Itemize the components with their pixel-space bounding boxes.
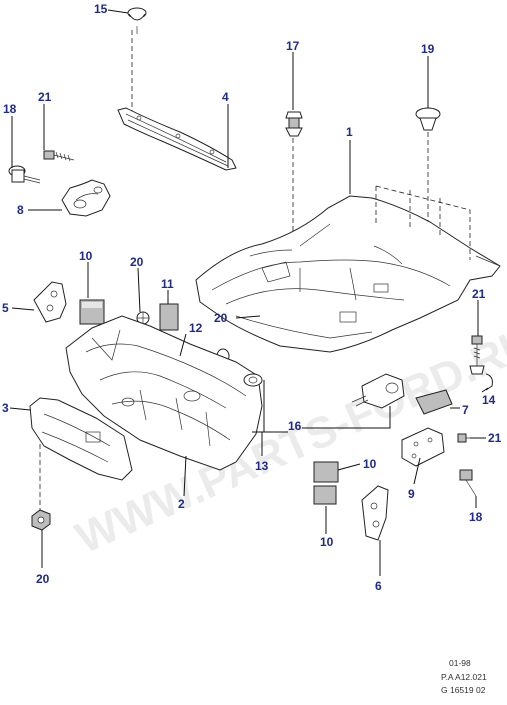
callout-21-middle: 21	[472, 287, 486, 301]
part-17-stud	[285, 111, 303, 137]
part-4-panel	[117, 107, 237, 171]
part-18-bolt-right	[459, 469, 477, 497]
callout-4: 4	[222, 90, 229, 104]
part-6-bracket	[361, 485, 389, 541]
part-10-pad-lower-b	[313, 485, 337, 505]
callout-9: 9	[408, 487, 415, 501]
part-3-insulator	[29, 397, 133, 481]
part-7-pad	[415, 389, 453, 415]
part-8-bracket	[61, 179, 111, 217]
reference-code-1: P.A A12.021	[441, 672, 487, 682]
callout-10-middle: 10	[363, 457, 377, 471]
callout-20-upper: 20	[130, 255, 144, 269]
callout-18-lower: 18	[469, 510, 483, 524]
callout-2: 2	[178, 497, 185, 511]
reference-block: 01-98 P.A A12.021 G 16519 02	[441, 658, 487, 695]
callout-20-lower: 20	[36, 572, 50, 586]
callout-10-lower: 10	[320, 535, 334, 549]
part-19-plug	[415, 107, 441, 131]
callout-3: 3	[2, 401, 9, 415]
callout-labels: 15 17 19 18 21 4 1 8 10 20 11 5 12 20 21…	[2, 2, 502, 593]
part-2-dash-insulator	[65, 315, 263, 471]
callout-1: 1	[346, 125, 353, 139]
reference-date: 01-98	[449, 658, 471, 668]
callout-17: 17	[286, 39, 300, 53]
reference-code-2: G 16519 02	[441, 685, 486, 695]
part-5-insulator	[33, 281, 67, 323]
callout-19: 19	[421, 42, 435, 56]
part-21-screw-left	[43, 150, 75, 162]
part-16-connector	[351, 373, 405, 409]
part-14-clip	[485, 373, 493, 391]
callout-20-middle: 20	[214, 311, 228, 325]
callout-10-upper: 10	[79, 249, 93, 263]
callout-8: 8	[17, 203, 24, 217]
part-10-pad-lower-a	[313, 461, 339, 483]
part-10-pad-upper	[79, 299, 105, 325]
callout-12: 12	[189, 321, 203, 335]
callout-21-lower: 21	[488, 431, 502, 445]
callout-15: 15	[94, 2, 108, 16]
part-15-clip	[127, 7, 147, 34]
leader-lines	[9, 9, 489, 576]
part-9-bracket	[401, 427, 445, 467]
part-21-stud-right	[469, 335, 485, 375]
callout-14: 14	[482, 393, 496, 407]
callout-6: 6	[375, 579, 382, 593]
part-13-grommet	[243, 373, 263, 387]
part-1-carpet	[195, 195, 501, 353]
callout-18-upper: 18	[3, 102, 17, 116]
callout-7: 7	[462, 403, 469, 417]
part-18-bolt-left	[8, 165, 41, 184]
callout-16: 16	[288, 419, 302, 433]
callout-5: 5	[2, 301, 9, 315]
part-20-nut-lower	[31, 509, 51, 531]
callout-13: 13	[255, 459, 269, 473]
callout-21-upper: 21	[38, 90, 52, 104]
part-11-pad	[159, 303, 179, 331]
callout-11: 11	[161, 277, 174, 291]
